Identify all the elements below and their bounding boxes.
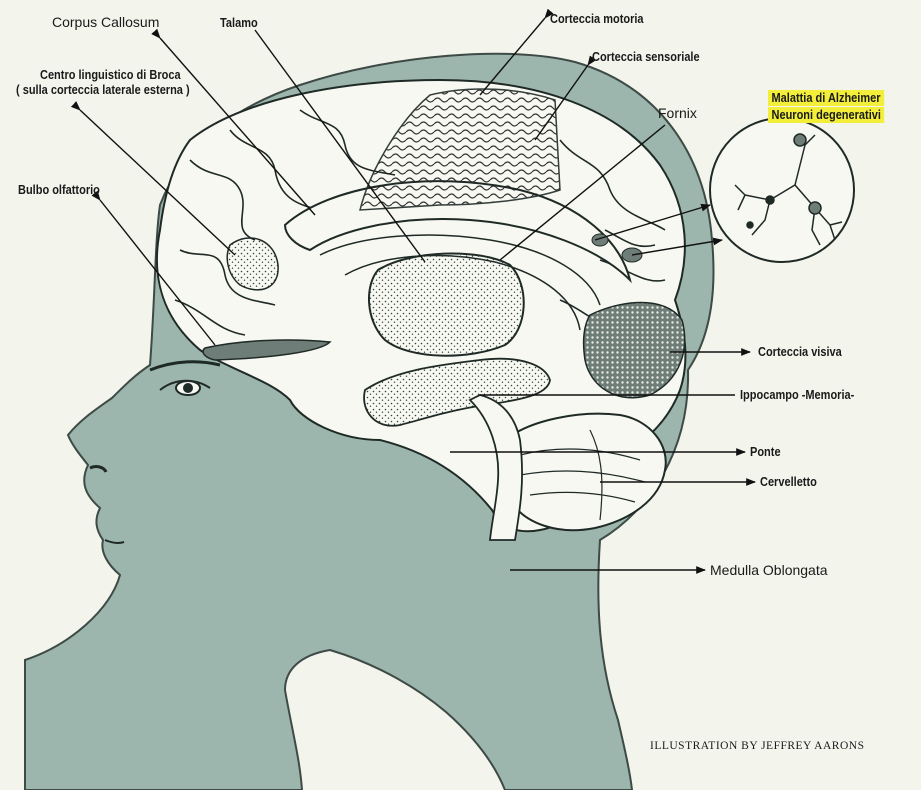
label-cervelletto: Cervelletto: [760, 475, 817, 489]
label-ponte: Ponte: [750, 445, 781, 459]
label-bulbo-olfattorio: Bulbo olfattorio: [18, 183, 100, 197]
illustration-credit: ILLUSTRATION BY JEFFREY AARONS: [650, 740, 864, 753]
plaque-spot: [592, 234, 608, 246]
label-corteccia-motoria: Corteccia motoria: [550, 12, 644, 26]
label-broca-line2: ( sulla corteccia laterale esterna ): [16, 83, 190, 97]
label-alzheimer-line1: Malattia di Alzheimer: [768, 90, 884, 106]
label-corteccia-sensoriale: Corteccia sensoriale: [592, 50, 700, 64]
neuron-inset-circle: [710, 118, 854, 262]
label-corpus-callosum: Corpus Callosum: [52, 14, 159, 30]
label-ippocampo: Ippocampo -Memoria-: [740, 388, 854, 402]
label-medulla-oblongata: Medulla Oblongata: [710, 562, 828, 578]
label-alzheimer-line2: Neuroni degenerativi: [768, 107, 884, 123]
label-talamo: Talamo: [220, 16, 258, 30]
label-fornix: Fornix: [658, 105, 697, 121]
label-broca-line1: Centro linguistico di Broca: [40, 68, 181, 82]
label-corteccia-visiva: Corteccia visiva: [758, 345, 842, 359]
thalamus-shape: [369, 254, 524, 356]
